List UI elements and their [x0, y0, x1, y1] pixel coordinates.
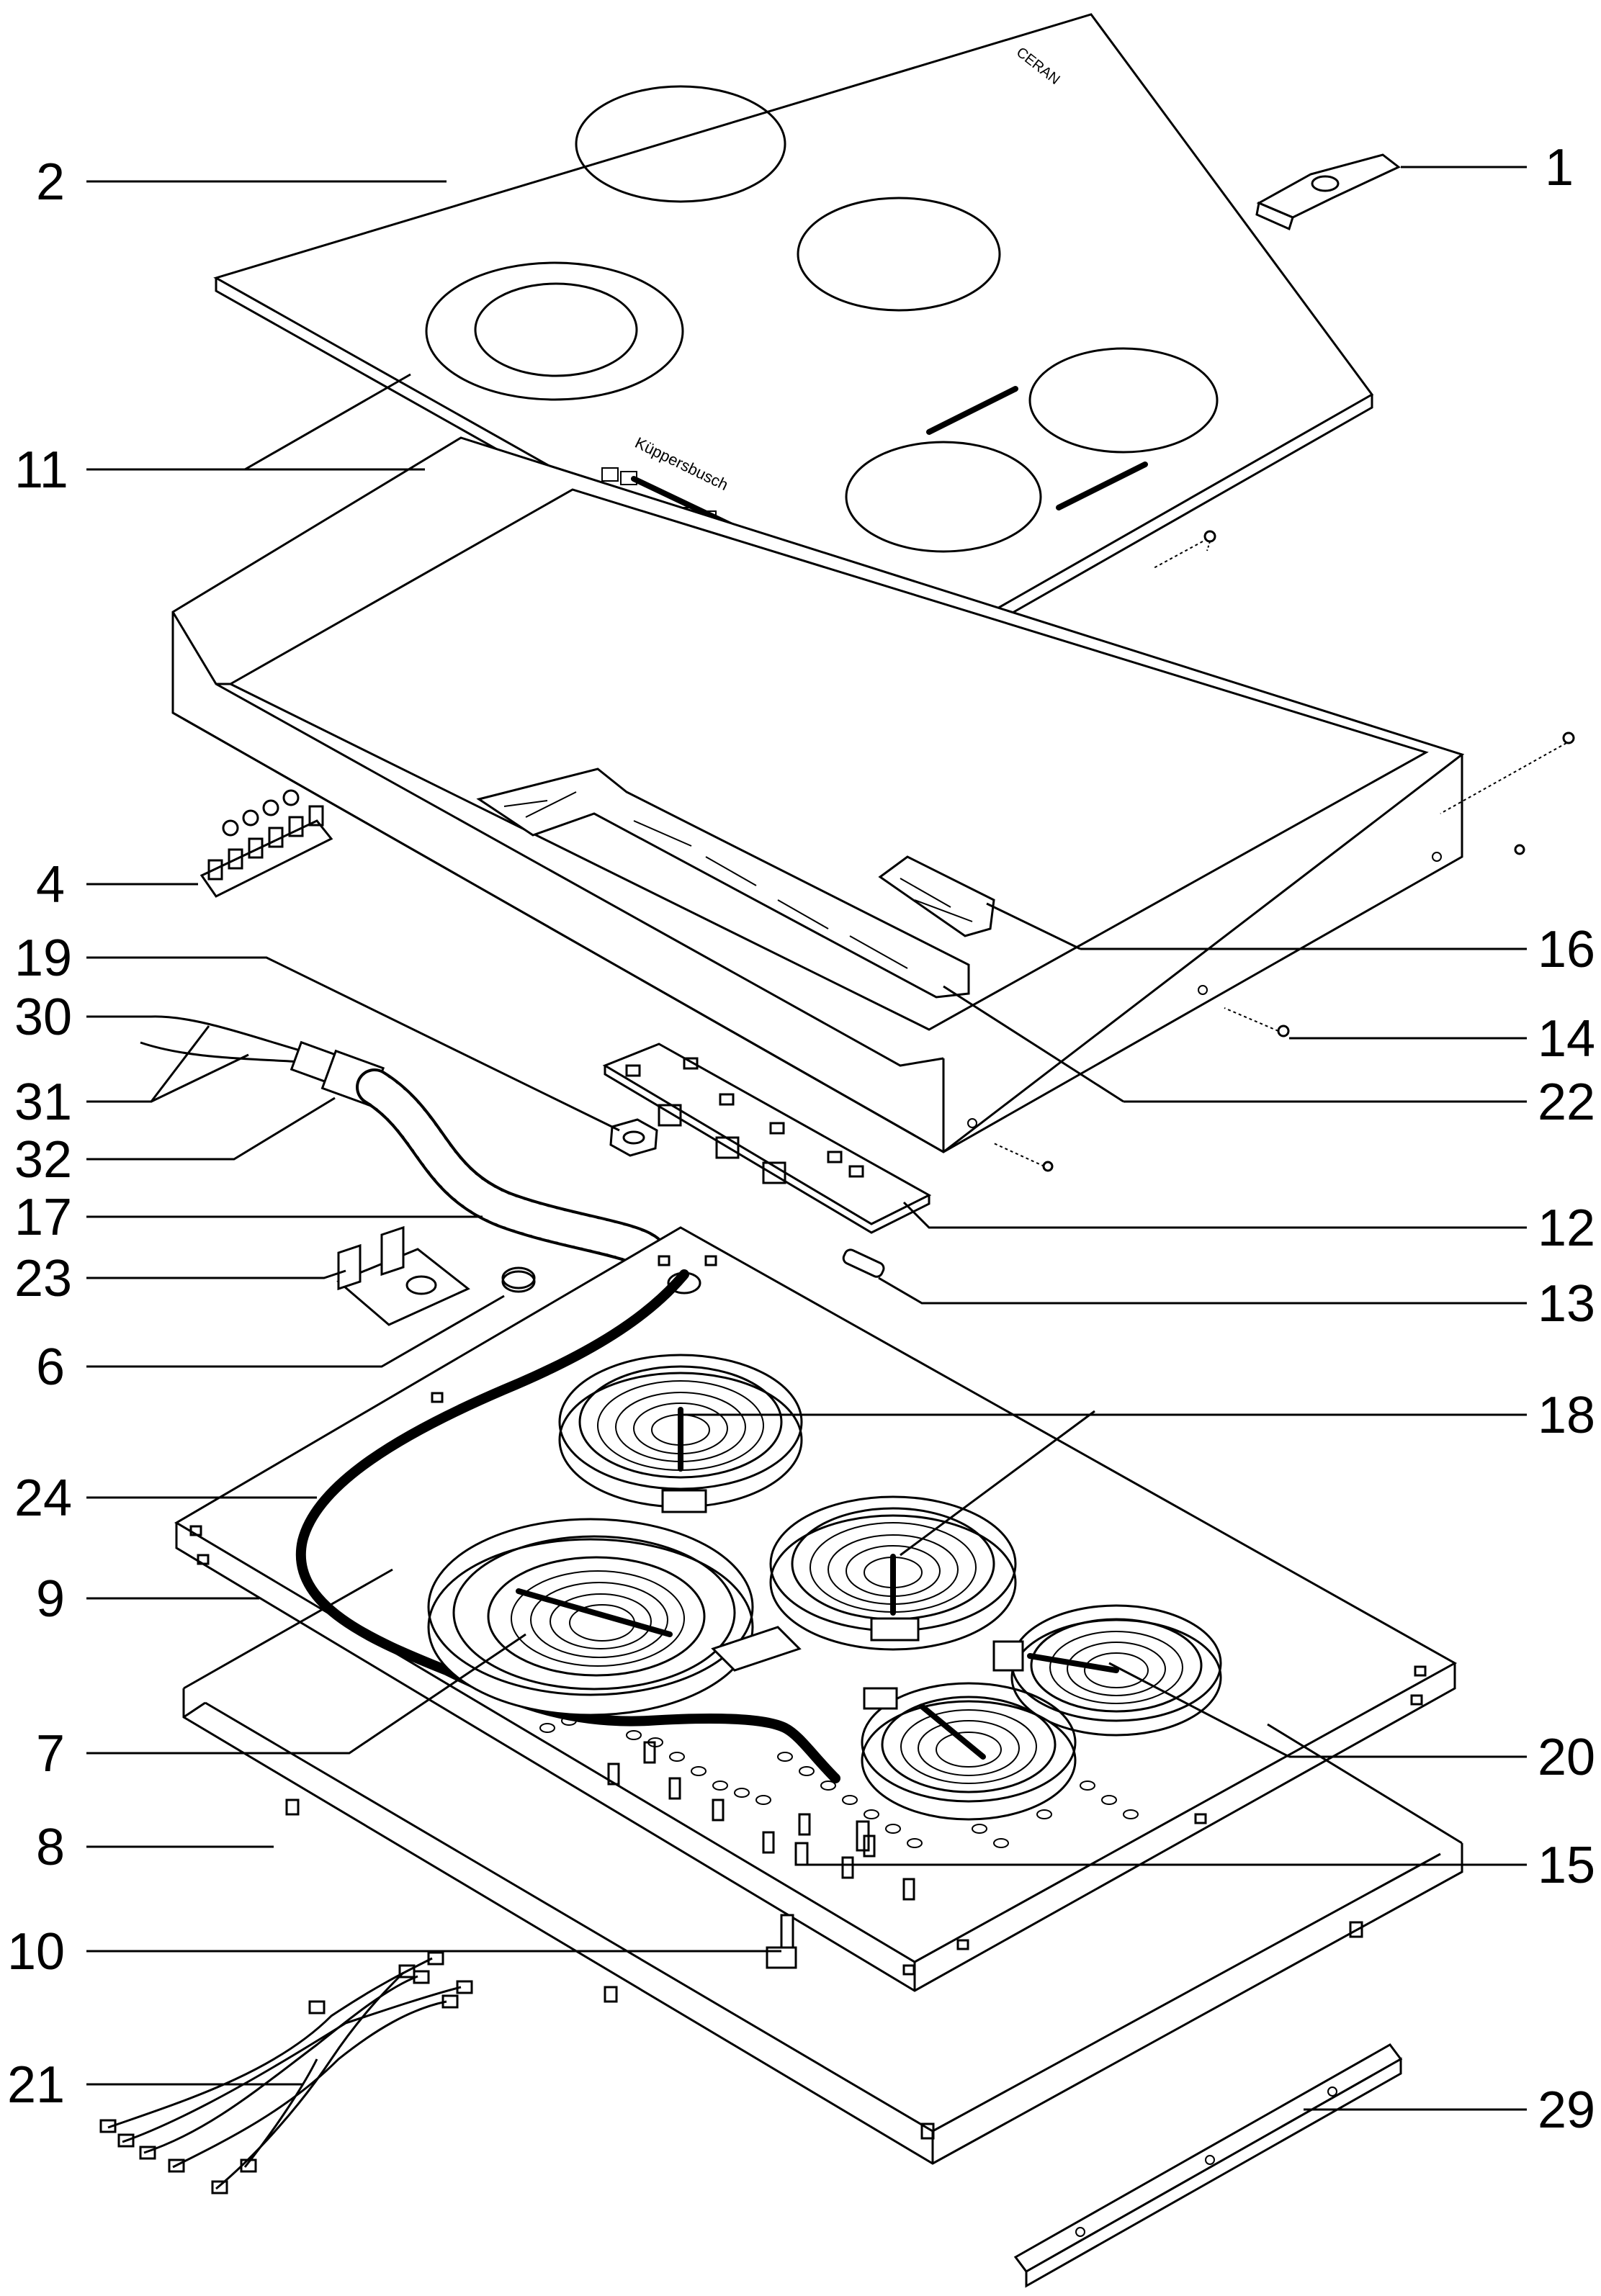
- callout-7: 7: [36, 1725, 65, 1783]
- fuse: [842, 1248, 885, 1278]
- callout-19: 19: [14, 929, 72, 987]
- callout-1: 1: [1545, 139, 1574, 197]
- callout-22: 22: [1538, 1073, 1595, 1131]
- control-electronics-board: [602, 1043, 932, 1234]
- callout-32: 32: [14, 1131, 72, 1189]
- callout-9: 9: [36, 1570, 65, 1628]
- hob-frame: [171, 436, 1465, 1153]
- callout-8: 8: [36, 1819, 65, 1876]
- callout-16: 16: [1538, 921, 1595, 978]
- callout-21: 21: [7, 2056, 65, 2114]
- callout-18: 18: [1538, 1387, 1595, 1444]
- callout-17: 17: [14, 1189, 72, 1246]
- callout-30: 30: [14, 989, 72, 1046]
- insulation-strips: [476, 767, 995, 999]
- callout-4: 4: [36, 856, 65, 914]
- wire-set: [99, 1951, 473, 2194]
- bottom-cover: [182, 1568, 1463, 2165]
- callout-2: 2: [36, 153, 65, 211]
- lock-nut: [609, 1118, 658, 1157]
- callout-labels: 1 2 11 4 16 19 14 30 31 22 32 17 12 23 1…: [7, 139, 1595, 2139]
- callout-15: 15: [1538, 1837, 1595, 1894]
- callout-13: 13: [1538, 1275, 1595, 1333]
- callout-29: 29: [1538, 2081, 1595, 2139]
- callout-20: 20: [1538, 1729, 1595, 1786]
- mounting-bracket: [336, 1225, 470, 1326]
- fixing-screws: [993, 530, 1575, 1172]
- connection-terminals: [607, 1741, 915, 1901]
- callout-23: 23: [14, 1250, 72, 1307]
- callout-leader-lines: [86, 166, 1527, 2111]
- grommet: [501, 1266, 536, 1293]
- glass-ceramic-top: CERAN Küppersbusch: [213, 13, 1374, 678]
- callout-11: 11: [14, 441, 68, 499]
- mounting-clip: [766, 1914, 797, 1969]
- callout-12: 12: [1538, 1199, 1595, 1257]
- callout-24: 24: [14, 1469, 72, 1527]
- terminal-block: [199, 789, 333, 898]
- callout-6: 6: [36, 1338, 65, 1396]
- radiant-heating-elements: [427, 1354, 1222, 1821]
- internal-wiring-harness: [295, 1269, 840, 1783]
- callout-31: 31: [14, 1073, 72, 1131]
- mains-cable-and-conduit: [140, 1015, 667, 1271]
- scraper-tool: [1255, 153, 1401, 231]
- callout-10: 10: [7, 1923, 65, 1981]
- fixing-rail: [1013, 2043, 1403, 2288]
- callout-14: 14: [1538, 1010, 1595, 1068]
